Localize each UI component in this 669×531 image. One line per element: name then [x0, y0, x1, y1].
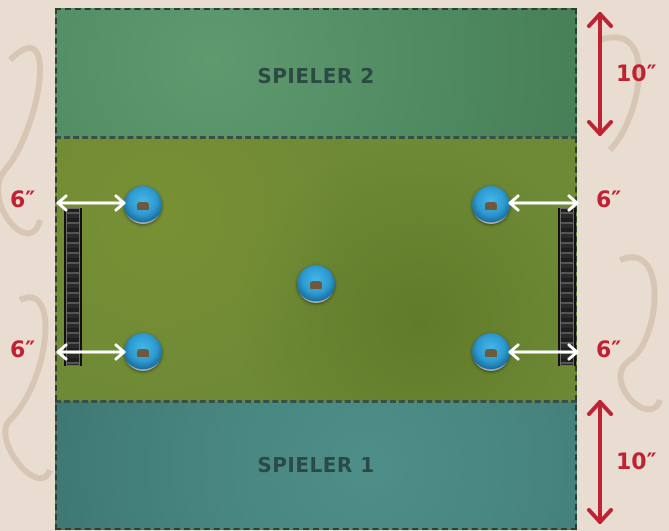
objective-token-icon [472, 333, 510, 371]
deployment-depth-top-label: 10″ [616, 62, 657, 87]
deployment-line-top [55, 136, 577, 139]
wall-terrain-left [64, 208, 82, 366]
objective-token-icon [124, 333, 162, 371]
player-1-label: SPIELER 1 [257, 453, 375, 477]
objective-token-icon [472, 186, 510, 224]
distance-left-lower-label: 6″ [10, 338, 36, 363]
player-1-deployment-zone: SPIELER 1 [55, 401, 577, 530]
distance-right-upper-label: 6″ [596, 188, 622, 213]
deployment-depth-bottom-label: 10″ [616, 450, 657, 475]
player-2-label: SPIELER 2 [257, 64, 375, 88]
distance-left-upper-label: 6″ [10, 188, 36, 213]
wall-terrain-right [558, 208, 576, 366]
objective-token-icon [124, 186, 162, 224]
player-2-deployment-zone: SPIELER 2 [55, 8, 577, 137]
objective-token-icon [297, 265, 335, 303]
distance-right-lower-label: 6″ [596, 338, 622, 363]
deployment-line-bottom [55, 400, 577, 403]
